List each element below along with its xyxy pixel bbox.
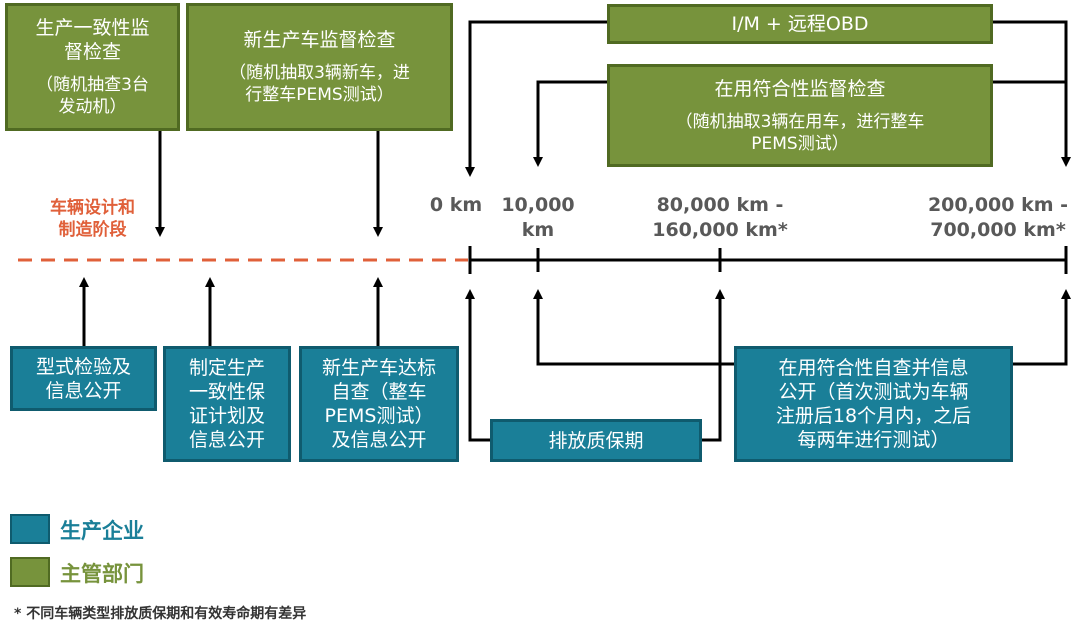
mileage-label-200000-700000km: 200,000 km - 700,000 km* [927,194,1069,241]
im-remote-obd-title: I/M + 远程OBD [731,13,869,35]
legend-label-regulator: 主管部门 [60,562,144,586]
new-vehicle-supervision-note: （随机抽取3辆新车，进 行整车PEMS测试） [229,63,410,105]
in-use-supervision-note: （随机抽取3辆在用车，进行整车 PEMS测试） [675,111,925,154]
cop-plan-text: 制定生产 一致性保 证计划及 信息公开 [188,357,265,451]
design-stage-label: 车辆设计和 制造阶段 [50,198,135,240]
in-use-supervision-box: 在用符合性监督检查 （随机抽取3辆在用车，进行整车 PEMS测试） [607,64,993,167]
legend-swatch-manufacturer [10,514,50,544]
mileage-label-0km: 0 km [429,194,483,216]
mileage-label-80000-160000km: 80,000 km - 160,000 km* [652,194,788,241]
im-remote-obd-box: I/M + 远程OBD [607,4,993,44]
legend-label-manufacturer: 生产企业 [60,519,144,543]
new-vehicle-self-check-text: 新生产车达标 自查（整车 PEMS测试） 及信息公开 [321,357,436,451]
in-use-supervision-title: 在用符合性监督检查 [714,77,886,100]
cop-plan-box: 制定生产 一致性保 证计划及 信息公开 [163,346,291,462]
cop-supervision-note: （随机抽查3台 发动机） [36,75,149,117]
in-use-self-check-box: 在用符合性自查并信息 公开（首次测试为车辆 注册后18个月内，之后 每两年进行测… [734,346,1013,462]
new-vehicle-self-check-box: 新生产车达标 自查（整车 PEMS测试） 及信息公开 [299,346,459,462]
cop-supervision-title: 生产一致性监 督检查 [35,17,150,63]
cop-supervision-box: 生产一致性监 督检查 （随机抽查3台 发动机） [5,3,180,131]
emission-warranty-box: 排放质保期 [490,419,702,462]
in-use-self-check-text: 在用符合性自查并信息 公开（首次测试为车辆 注册后18个月内，之后 每两年进行测… [775,357,972,451]
new-vehicle-supervision-title: 新生产车监督检查 [243,29,396,51]
emission-warranty-text: 排放质保期 [548,429,644,452]
footnote: * 不同车辆类型排放质保期和有效寿命期有差异 [14,606,307,622]
new-vehicle-supervision-box: 新生产车监督检查 （随机抽取3辆新车，进 行整车PEMS测试） [186,3,453,131]
type-approval-box: 型式检验及 信息公开 [10,346,157,411]
mileage-label-10000km: 10,000 km [501,194,575,241]
legend-swatch-regulator [10,557,50,587]
type-approval-text: 型式检验及 信息公开 [35,355,131,402]
